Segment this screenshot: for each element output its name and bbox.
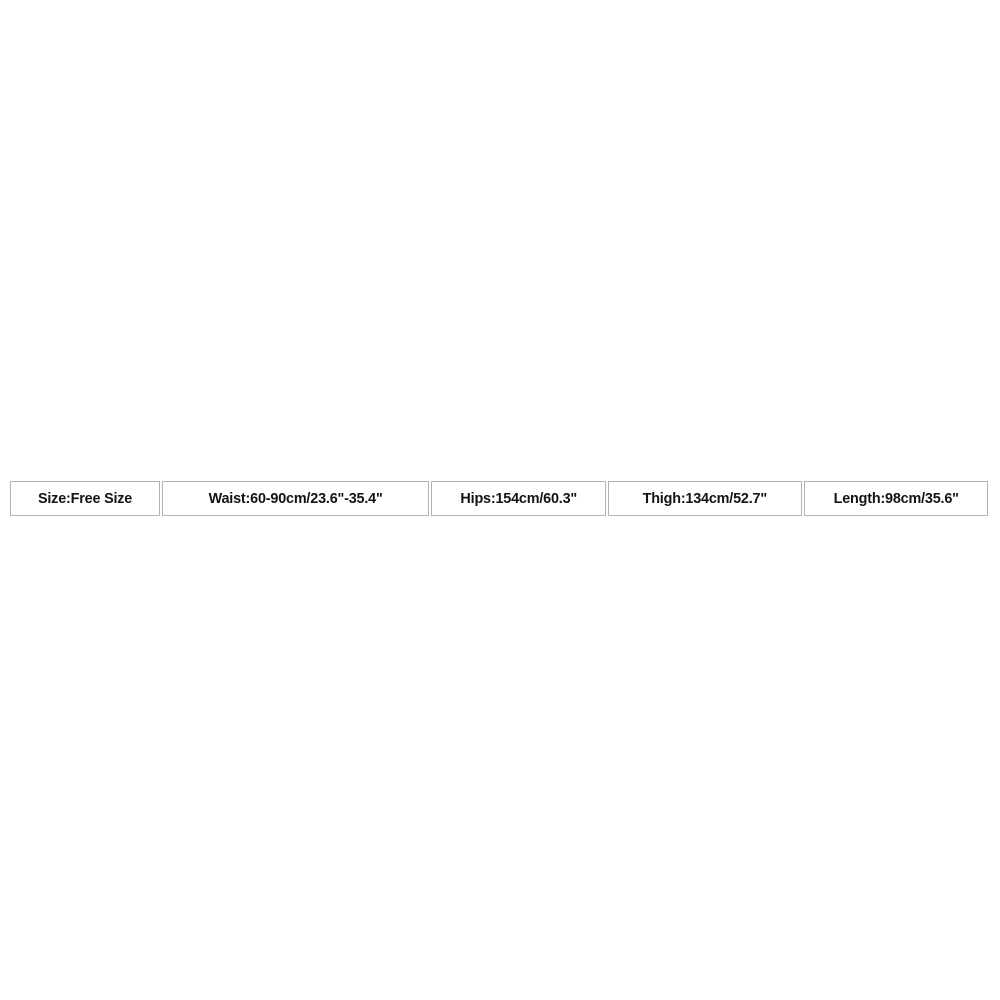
- size-chart-cell-size-label: Size:Free Size: [37, 490, 132, 507]
- size-chart-table: Size:Free Size Waist:60-90cm/23.6"-35.4"…: [10, 481, 988, 516]
- size-chart-cell-size: Size:Free Size: [10, 481, 160, 516]
- size-chart-cell-length-label: Length:98cm/35.6": [833, 490, 959, 507]
- size-chart-cell-thigh: Thigh:134cm/52.7": [608, 481, 802, 516]
- size-chart-cell-thigh-label: Thigh:134cm/52.7": [642, 490, 768, 507]
- size-chart-cell-length: Length:98cm/35.6": [803, 481, 988, 516]
- size-chart-cell-waist-label: Waist:60-90cm/23.6"-35.4": [208, 490, 383, 507]
- size-chart-cell-waist: Waist:60-90cm/23.6"-35.4": [161, 481, 429, 516]
- size-chart-cell-hips: Hips:154cm/60.3": [430, 481, 607, 516]
- size-chart-cell-hips-label: Hips:154cm/60.3": [460, 490, 577, 507]
